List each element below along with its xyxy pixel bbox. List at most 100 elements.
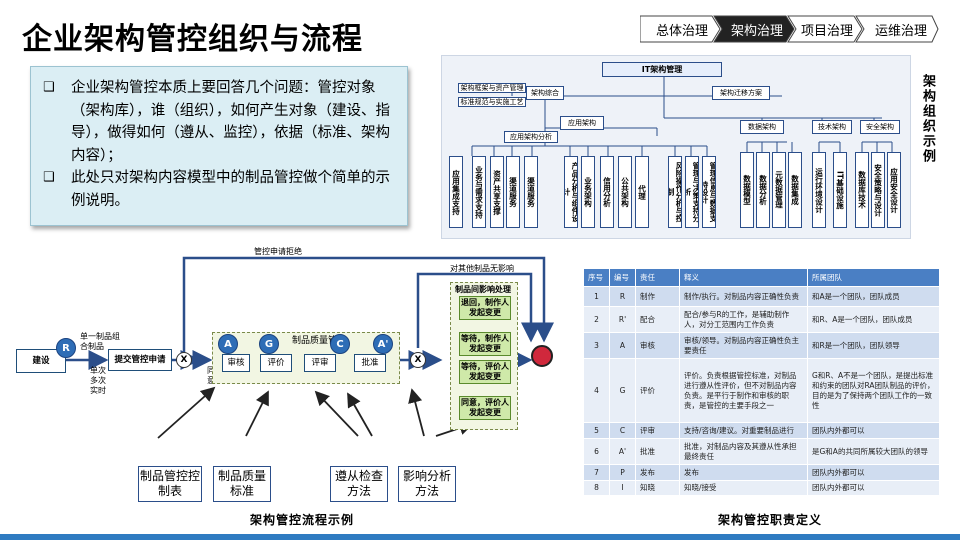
table-cell: I [609, 480, 636, 496]
table-cell: 评审 [635, 422, 680, 439]
table-cell: 是G和A的共同所属较大团队的领导 [807, 438, 940, 465]
table-row: 1 R 制作 制作/执行。对制品内容正确性负责 和A是一个团队，团队成员 [583, 286, 940, 307]
table-header-row: 序号 编号 责任 释义 所属团队 [583, 268, 940, 287]
org-leaf: 业务与需求支持 [472, 156, 486, 228]
org-leaf: 资产共享支撑 [490, 156, 504, 228]
org-node-standard: 标准规范与实施工艺 [458, 97, 526, 107]
nav-tab-architecture[interactable]: 架构治理 [730, 23, 783, 39]
reject-label: 管控申请拒绝 [254, 247, 302, 256]
table-row: 7 P 发布 发布 团队内外都可以 [583, 464, 940, 481]
impact-title: 制品间影响处理 [455, 285, 511, 294]
table-cell: 配合/参与R的工作，是辅助制作人，对分工范围内工作负责 [679, 306, 808, 333]
table-cell: 团队内外都可以 [807, 464, 940, 481]
nav-tab-operations[interactable]: 运维治理 [874, 23, 927, 39]
org-node-app-arch: 应用架构 [560, 116, 604, 130]
table-cell: 制作/执行。对制品内容正确性负责 [679, 286, 808, 307]
org-leaf: 代理 [635, 156, 649, 228]
org-node-app-analysis: 应用架构分析 [504, 131, 558, 143]
org-leaf: 业务架构 [581, 156, 595, 228]
org-node-tech-arch: 技术架构 [812, 120, 852, 134]
org-leaf: 数据分析 [756, 152, 770, 228]
org-leaf: 数据库技术 [855, 152, 869, 228]
no-impact-label: 对其他制品无影响 [450, 264, 514, 273]
callout-quality-standard: 制品质量标准 [213, 466, 271, 502]
table-caption: 架构管控职责定义 [718, 513, 823, 527]
role-circle-c: C [330, 334, 350, 354]
table-cell: 和R、A是一个团队，团队成员 [807, 306, 940, 333]
table-cell: 知晓/接受 [679, 480, 808, 496]
table-cell: 6 [583, 438, 610, 465]
impact-step: 同意，评价人发起变更 [459, 396, 511, 420]
org-chart-side-label: 架构组织示例 [920, 74, 935, 164]
org-leaf: 数据集成 [788, 152, 802, 228]
table-cell: 团队内外都可以 [807, 480, 940, 496]
table-cell: 审核/领导。对制品内容正确性负主要责任 [679, 332, 808, 359]
org-node-data-arch: 数据架构 [740, 120, 784, 134]
role-circle-a: A [218, 334, 238, 354]
callout-control-table: 制品管控控制表 [138, 466, 202, 502]
submit-box: 提交管控申请 [108, 349, 172, 371]
table-cell: 批准 [635, 438, 680, 465]
org-node-arch-comp: 架构综合 [526, 86, 564, 100]
column-header: 序号 [583, 268, 610, 287]
org-leaf: 渠道服务 [524, 156, 538, 228]
nav-tab-overall[interactable]: 总体治理 [655, 23, 708, 39]
table-row: 5 C 评审 支持/咨询/建议。对重要制品进行 团队内外都可以 [583, 422, 940, 439]
nav-tab-project[interactable]: 项目治理 [800, 23, 853, 39]
responsibility-table: 序号 编号 责任 释义 所属团队 1 R 制作 制作/执行。对制品内容正确性负责… [583, 268, 940, 496]
org-leaf: 安全策略与设计 [871, 152, 885, 228]
question-item: ❑ 此处只对架构内容模型中的制品管控做个简单的示例说明。 [41, 167, 397, 212]
column-header: 释义 [679, 268, 808, 287]
org-root: IT架构管理 [602, 62, 722, 77]
table-cell: 和A是一个团队，团队成员 [807, 286, 940, 307]
table-row: 6 A' 批准 批准，对制品内容及其遵从性承担最终责任 是G和A的共同所属较大团… [583, 438, 940, 465]
org-leaf: 数据模型 [740, 152, 754, 228]
table-cell: 审核 [635, 332, 680, 359]
table-cell: G和R、A不是一个团队，是提出标准和约束的团队对RA团队制品的评价，目的是为了保… [807, 358, 940, 423]
table-cell: A [609, 332, 636, 359]
table-cell: 支持/咨询/建议。对重要制品进行 [679, 422, 808, 439]
checkbox-bullet-icon: ❑ [43, 80, 55, 95]
table-row: 4 G 评价 评价。负责根据管控标准，对制品进行遵从性评价，但不对制品内容负责。… [583, 358, 940, 423]
org-leaf: 管理与决策支持分析 [685, 156, 699, 228]
table-cell: P [609, 464, 636, 481]
table-cell: 3 [583, 332, 610, 359]
question-text: 企业架构管控本质上要回答几个问题：管控对象（架构库），谁（组织），如何产生对象（… [71, 80, 390, 164]
org-leaf: 信用分析 [600, 156, 614, 228]
gateway-icon: X [176, 352, 192, 368]
table-row: 2 R' 配合 配合/参与R的工作，是辅助制作人，对分工范围内工作负责 和R、A… [583, 306, 940, 333]
table-cell: 配合 [635, 306, 680, 333]
impact-step: 等待，评价人发起变更 [459, 360, 511, 384]
org-chart: IT架构管理 架构框架与资产管理 标准规范与实施工艺 架构综合 架构迁移方案 应… [441, 55, 911, 239]
agree-label: 同意 [207, 366, 215, 385]
table-cell: 1 [583, 286, 610, 307]
org-node-migration: 架构迁移方案 [712, 86, 770, 100]
column-header: 编号 [609, 268, 636, 287]
table-row: 3 A 审核 审核/领导。对制品内容正确性负主要责任 和R是一个团队，团队领导 [583, 332, 940, 359]
table-cell: 4 [583, 358, 610, 423]
org-node-sec-arch: 安全架构 [860, 120, 900, 134]
table-cell: 知晓 [635, 480, 680, 496]
table-cell: 评价 [635, 358, 680, 423]
review-step-review: 评审 [304, 354, 336, 372]
frequency-label: 单次多次实时 [90, 366, 106, 395]
page-title: 企业架构管控组织与流程 [22, 22, 363, 57]
bottom-bar [0, 534, 960, 540]
table-cell: A' [609, 438, 636, 465]
org-leaf: 应用安全设计 [887, 152, 901, 228]
review-step-evaluate: 评价 [260, 354, 292, 372]
table-cell: 8 [583, 480, 610, 496]
org-leaf: 运行环境设计 [812, 152, 826, 228]
review-step-audit: 审核 [222, 354, 250, 372]
org-leaf: 渠道服务 [506, 156, 520, 228]
table-cell: 发布 [635, 464, 680, 481]
impact-step: 等待，制作人发起变更 [459, 332, 511, 356]
nav-chevrons [640, 15, 939, 43]
gateway-icon: X [410, 352, 426, 368]
callout-impact-method: 影响分析方法 [398, 466, 456, 502]
table-cell: 和R是一个团队，团队领导 [807, 332, 940, 359]
table-cell: 5 [583, 422, 610, 439]
question-text: 此处只对架构内容模型中的制品管控做个简单的示例说明。 [71, 170, 390, 209]
table-cell: 7 [583, 464, 610, 481]
org-leaf: IT基础设施 [833, 152, 847, 228]
